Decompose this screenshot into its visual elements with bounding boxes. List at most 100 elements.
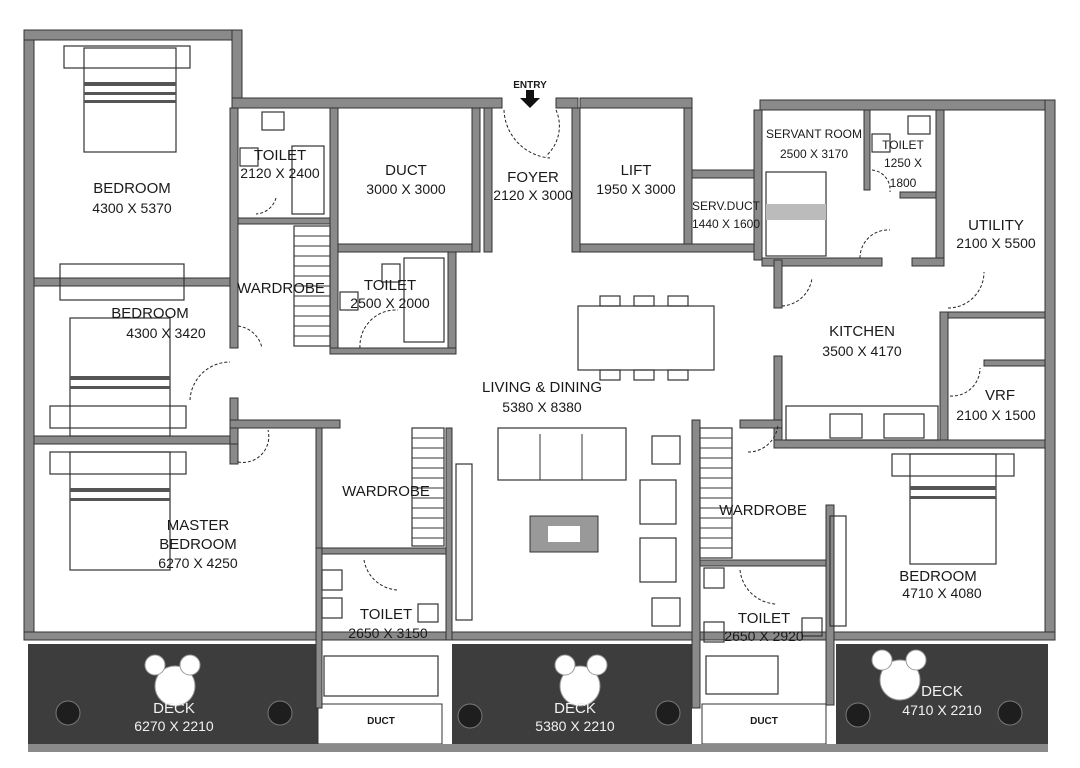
toilet-d-dim: 2650 X 2920 bbox=[724, 628, 804, 644]
kitchen-dim: 3500 X 4170 bbox=[822, 343, 902, 359]
wall bbox=[761, 257, 883, 267]
plants bbox=[55, 700, 1023, 729]
bedroom-mid-dim: 4300 X 3420 bbox=[126, 325, 206, 341]
duct-bottom-left-name: DUCT bbox=[367, 716, 395, 727]
wall bbox=[773, 259, 783, 309]
sofa-icon bbox=[497, 427, 627, 481]
basin-icon bbox=[321, 597, 343, 619]
serv-duct-dim: 1440 X 1600 bbox=[692, 217, 760, 231]
bed-stripe bbox=[70, 498, 170, 501]
serv-duct-name: SERV.DUCT bbox=[692, 199, 761, 213]
bed-stripe bbox=[84, 92, 176, 95]
foyer-dim: 2120 X 3000 bbox=[493, 187, 573, 203]
master-name2: BEDROOM bbox=[159, 536, 237, 553]
wall-top-left bbox=[23, 29, 243, 41]
furniture bbox=[49, 45, 1015, 697]
wall bbox=[229, 419, 341, 429]
chair-icon bbox=[586, 654, 608, 676]
pillow-row bbox=[49, 451, 187, 475]
wall bbox=[447, 251, 457, 353]
tv-unit-icon bbox=[455, 463, 473, 621]
toilet-b-dim: 2500 X 2000 bbox=[350, 295, 430, 311]
armchair-icon bbox=[639, 537, 677, 583]
bed-stripe bbox=[910, 496, 996, 499]
armchair-icon bbox=[639, 479, 677, 525]
entry-label: ENTRY bbox=[513, 80, 547, 91]
kitchen-counter-icon bbox=[785, 405, 939, 441]
wc-icon bbox=[871, 133, 891, 153]
door-swing bbox=[237, 325, 263, 349]
toilet-servant-dim2: 1800 bbox=[890, 176, 917, 190]
living-dim: 5380 X 8380 bbox=[502, 399, 582, 415]
door-swing bbox=[739, 569, 777, 605]
basin-icon bbox=[907, 115, 931, 135]
bathtub-icon bbox=[403, 257, 445, 343]
bathtub-icon bbox=[705, 655, 779, 695]
plant-icon bbox=[655, 700, 681, 726]
tv-unit-icon bbox=[829, 515, 847, 627]
bedroom-mid-name: BEDROOM bbox=[111, 305, 189, 322]
wc-icon bbox=[801, 617, 823, 637]
door-swing bbox=[949, 367, 981, 397]
toilet-servant-dim: 1250 X bbox=[884, 156, 922, 170]
wall bbox=[899, 191, 941, 199]
bedroom-right-dim: 4710 X 4080 bbox=[902, 585, 982, 601]
bed-stripe bbox=[910, 486, 996, 490]
servant-room-dim: 2500 X 3170 bbox=[780, 147, 848, 161]
pillow-row bbox=[49, 405, 187, 429]
basin-icon bbox=[321, 569, 343, 591]
entry-marker: ENTRY bbox=[513, 80, 547, 108]
deck-mid-dim: 5380 X 2210 bbox=[535, 718, 615, 734]
plant-icon bbox=[997, 700, 1023, 726]
wall bbox=[579, 243, 761, 253]
chair-icon bbox=[179, 654, 201, 676]
deck-mid-name: DECK bbox=[554, 700, 596, 717]
entry-arrow-icon bbox=[520, 90, 540, 108]
console-icon bbox=[59, 263, 185, 301]
master-dim: 6270 X 4250 bbox=[158, 555, 238, 571]
chair-icon bbox=[667, 369, 689, 381]
wall bbox=[315, 547, 323, 709]
foyer-name: FOYER bbox=[507, 169, 559, 186]
deck-parapet bbox=[28, 744, 1048, 752]
chair-icon bbox=[871, 649, 893, 671]
wall-right bbox=[1044, 99, 1056, 641]
wall bbox=[773, 439, 1046, 449]
door-swing bbox=[545, 109, 560, 157]
coffee-table-icon bbox=[529, 515, 599, 553]
wall bbox=[237, 217, 331, 225]
wall bbox=[471, 107, 481, 253]
plant-icon bbox=[457, 703, 483, 729]
wardrobe-shelves bbox=[293, 225, 733, 559]
toilet-a-name: TOILET bbox=[254, 147, 306, 164]
sink-icon bbox=[883, 413, 925, 439]
master-name: MASTER bbox=[167, 517, 230, 534]
wardrobe-c-name: WARDROBE bbox=[719, 502, 807, 519]
wardrobe-a-name: WARDROBE bbox=[237, 280, 325, 297]
wall bbox=[939, 311, 949, 447]
door-swing bbox=[503, 109, 551, 159]
plant-icon bbox=[267, 700, 293, 726]
wc-icon bbox=[417, 603, 439, 623]
bed-stripe bbox=[766, 204, 826, 220]
duct-bottom-right-box bbox=[701, 703, 827, 745]
basin-icon bbox=[261, 111, 285, 131]
door-swing bbox=[189, 361, 231, 401]
bathtub-icon bbox=[291, 145, 325, 215]
wall bbox=[33, 435, 235, 445]
chair-icon bbox=[633, 295, 655, 307]
wall bbox=[229, 443, 239, 465]
walls bbox=[23, 29, 1056, 709]
toilet-c-dim: 2650 X 3150 bbox=[348, 625, 428, 641]
wall bbox=[231, 29, 243, 107]
chair-icon bbox=[667, 295, 689, 307]
wall-top-right bbox=[759, 99, 1056, 111]
deck-right-name: DECK bbox=[921, 683, 963, 700]
wall bbox=[33, 277, 235, 287]
wall bbox=[445, 427, 453, 641]
basin-icon bbox=[703, 621, 725, 643]
toilet-c-name: TOILET bbox=[360, 606, 412, 623]
wall bbox=[863, 109, 871, 191]
door-swing bbox=[871, 169, 891, 193]
chair-icon bbox=[599, 369, 621, 381]
